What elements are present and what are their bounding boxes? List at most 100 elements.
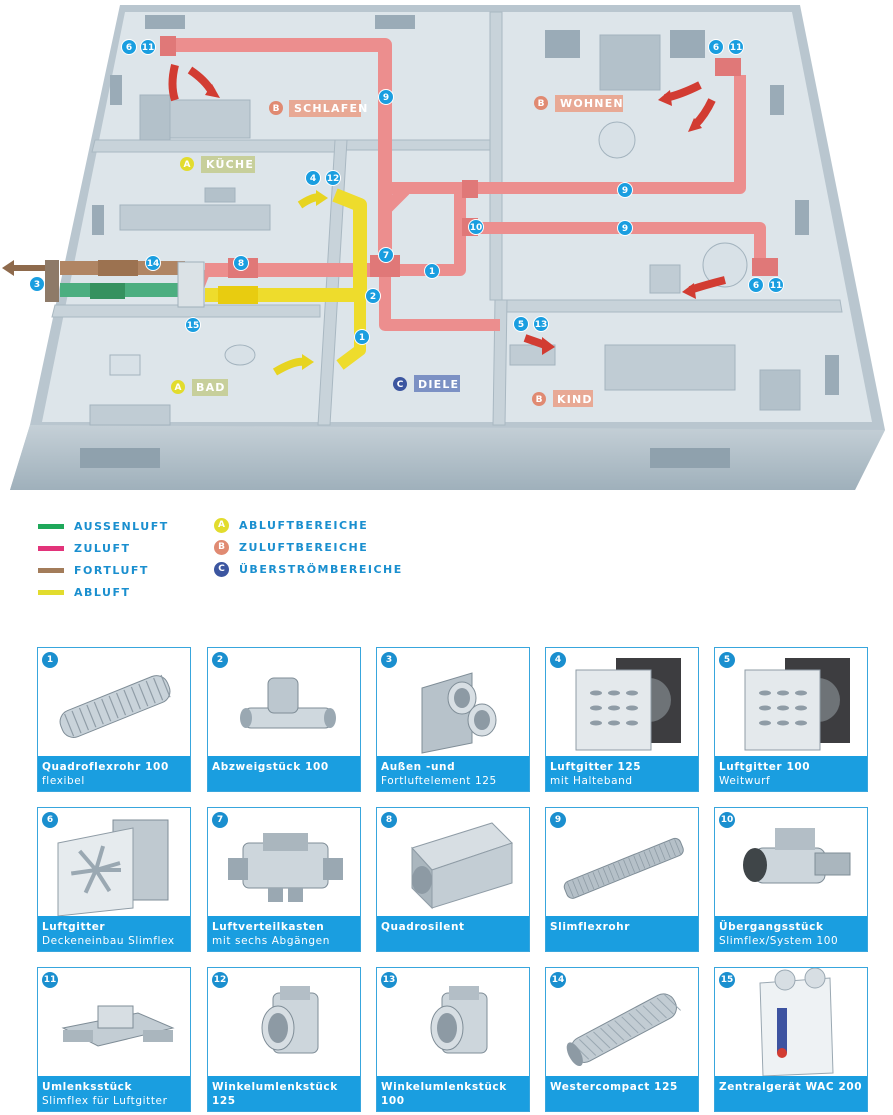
product-number-badge: 9 bbox=[550, 812, 566, 828]
product-number-badge: 7 bbox=[212, 812, 228, 828]
product-caption: Abzweigstück 100 bbox=[208, 756, 360, 791]
elbow-piece-icon bbox=[261, 986, 319, 1054]
product-number-badge: 12 bbox=[212, 972, 228, 988]
central-unit bbox=[177, 261, 205, 308]
wall-element bbox=[45, 260, 59, 302]
distribution-box bbox=[370, 255, 400, 277]
product-number-badge: 13 bbox=[381, 972, 397, 988]
room-label-bad: A BAD bbox=[171, 379, 228, 396]
silencer-icon bbox=[411, 822, 513, 910]
svg-text:3: 3 bbox=[34, 280, 40, 290]
marker-10: 10 bbox=[468, 219, 484, 235]
marker-9: 9 bbox=[378, 89, 394, 105]
product-subtitle: Fortluftelement 125 bbox=[381, 775, 497, 787]
distribution-box-icon bbox=[228, 833, 343, 902]
airflow-arrows bbox=[168, 64, 726, 355]
legend-label: ÜBERSTRÖMBEREICHE bbox=[239, 562, 403, 576]
ventilation-unit-icon bbox=[759, 968, 834, 1077]
svg-text:A: A bbox=[184, 160, 191, 170]
product-name: Umlenksstück bbox=[42, 1081, 133, 1093]
svg-text:14: 14 bbox=[147, 259, 160, 269]
svg-text:15: 15 bbox=[187, 321, 200, 331]
area-badge: A bbox=[214, 517, 229, 533]
elbow-piece-icon bbox=[430, 986, 488, 1054]
ceiling-outlet bbox=[160, 36, 176, 56]
product-name: Zentralgerät WAC 200 bbox=[719, 1081, 863, 1093]
transition-piece-icon bbox=[743, 828, 851, 884]
svg-text:4: 4 bbox=[310, 174, 316, 184]
abluft-arrows bbox=[272, 190, 328, 376]
product-number-badge: 14 bbox=[550, 972, 566, 988]
product-caption: Slimflexrohr bbox=[546, 916, 698, 951]
product-subtitle: Slimflex für Luftgitter bbox=[42, 1095, 168, 1107]
product-name: Außen -und bbox=[381, 761, 456, 773]
product-caption: Zentralgerät WAC 200 bbox=[715, 1076, 867, 1111]
svg-text:SCHLAFEN: SCHLAFEN bbox=[294, 102, 369, 115]
legend-label: ABLUFT bbox=[74, 585, 131, 599]
svg-text:DIELE: DIELE bbox=[418, 378, 459, 391]
product-number-badge: 15 bbox=[719, 972, 735, 988]
svg-text:KÜCHE: KÜCHE bbox=[206, 157, 254, 171]
svg-text:2: 2 bbox=[370, 292, 376, 302]
svg-text:5: 5 bbox=[518, 320, 524, 330]
marker-12: 12 bbox=[325, 170, 341, 186]
product-name: Quadroflexrohr 100 bbox=[42, 761, 169, 773]
marker-7: 7 bbox=[378, 247, 394, 263]
product-number-badge: 3 bbox=[381, 652, 397, 668]
round-duct-icon bbox=[566, 993, 681, 1067]
product-subtitle: Slimflex/System 100 bbox=[719, 935, 839, 947]
flow-legend: AUSSENLUFT ZULUFT FORTLUFT ABLUFT bbox=[38, 515, 169, 603]
legend-label: ZULUFT bbox=[74, 541, 131, 555]
marker-11: 11 bbox=[768, 277, 784, 293]
product-subtitle: mit Halteband bbox=[550, 775, 633, 787]
svg-text:1: 1 bbox=[429, 267, 435, 277]
svg-text:B: B bbox=[538, 99, 545, 109]
floor-plan: B SCHLAFEN B WOHNEN A KÜCHE A BAD C DIEL… bbox=[2, 5, 885, 490]
svg-text:9: 9 bbox=[622, 224, 628, 234]
marker-6: 6 bbox=[748, 277, 764, 293]
svg-text:11: 11 bbox=[142, 43, 155, 53]
ceiling-outlet bbox=[715, 58, 741, 76]
product-caption: Westercompact 125 bbox=[546, 1076, 698, 1111]
svg-text:B: B bbox=[273, 104, 280, 114]
aussenluft-swatch bbox=[38, 523, 64, 529]
room-label-diele: C DIELE bbox=[393, 375, 460, 392]
air-grille-icon bbox=[575, 658, 681, 751]
legend-item-zuluft: ZULUFT bbox=[38, 537, 169, 559]
area-badge: B bbox=[214, 539, 229, 555]
product-name: Westercompact 125 bbox=[550, 1081, 678, 1093]
product-subtitle: Weitwurf bbox=[719, 775, 771, 787]
front-window bbox=[80, 448, 160, 468]
product-caption: Winkelumlenkstück 100 bbox=[377, 1076, 529, 1111]
branch-piece-icon bbox=[240, 677, 336, 729]
svg-text:1: 1 bbox=[359, 333, 365, 343]
svg-text:KIND: KIND bbox=[557, 393, 593, 406]
product-number-badge: 1 bbox=[42, 652, 58, 668]
product-number-badge: 11 bbox=[42, 972, 58, 988]
fortluft-swatch bbox=[38, 567, 64, 573]
wall-element-icon bbox=[421, 672, 497, 754]
pipe-number-markers: 6 11 9 6 11 4 12 9 10 9 7 1 8 14 3 2 15 … bbox=[29, 39, 784, 345]
marker-3: 3 bbox=[29, 276, 45, 292]
product-name: Luftverteilkasten bbox=[212, 921, 325, 933]
product-name: Abzweigstück 100 bbox=[212, 761, 329, 773]
marker-6: 6 bbox=[121, 39, 137, 55]
svg-text:B: B bbox=[536, 395, 543, 405]
svg-text:13: 13 bbox=[535, 320, 548, 330]
svg-text:8: 8 bbox=[238, 259, 244, 269]
zuluft-swatch bbox=[38, 545, 64, 551]
svg-text:BAD: BAD bbox=[196, 381, 226, 394]
